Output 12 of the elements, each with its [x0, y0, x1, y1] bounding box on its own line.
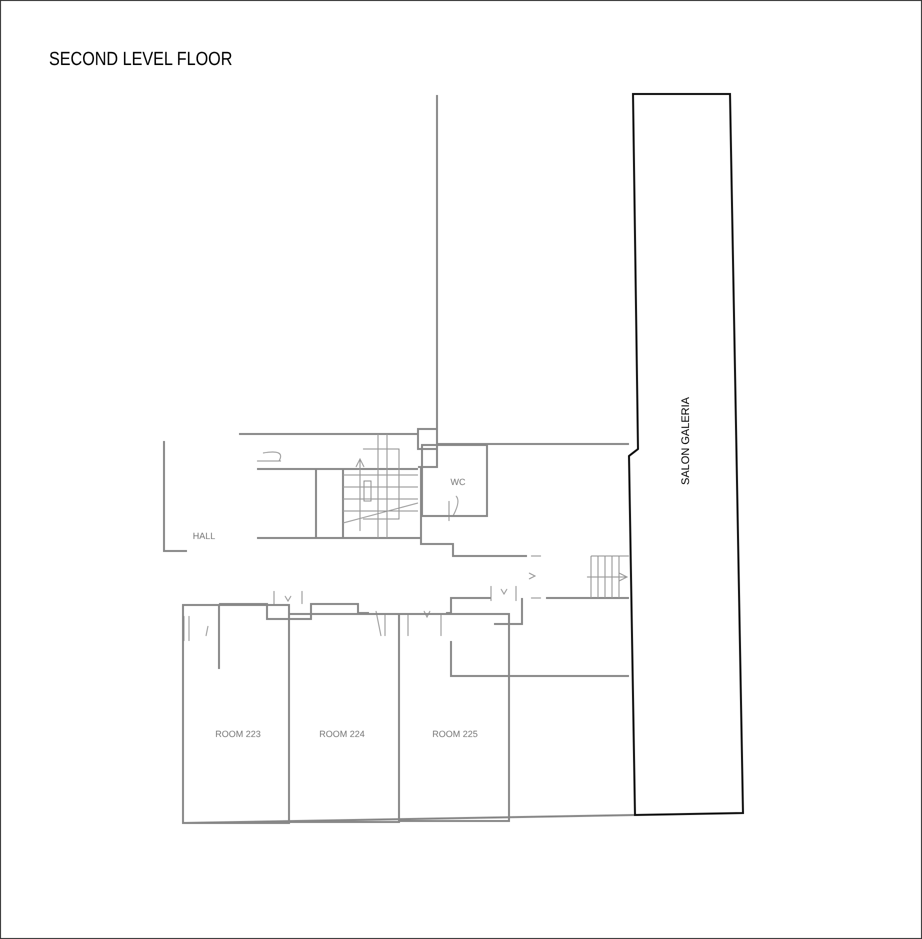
room-label: SALON GALERIA	[680, 396, 692, 486]
room-label: ROOM 225	[432, 729, 478, 739]
room-outline	[421, 444, 488, 517]
plan-title: SECOND LEVEL FLOOR	[49, 49, 232, 71]
room-label: ROOM 224	[319, 729, 365, 739]
salon-outline	[627, 93, 745, 817]
room-label: ROOM 223	[215, 729, 261, 739]
room-label: WC	[450, 477, 466, 487]
room-outline	[288, 613, 400, 823]
room-outline	[398, 613, 510, 822]
room-label: HALL	[192, 531, 216, 541]
room-outline	[182, 604, 290, 824]
